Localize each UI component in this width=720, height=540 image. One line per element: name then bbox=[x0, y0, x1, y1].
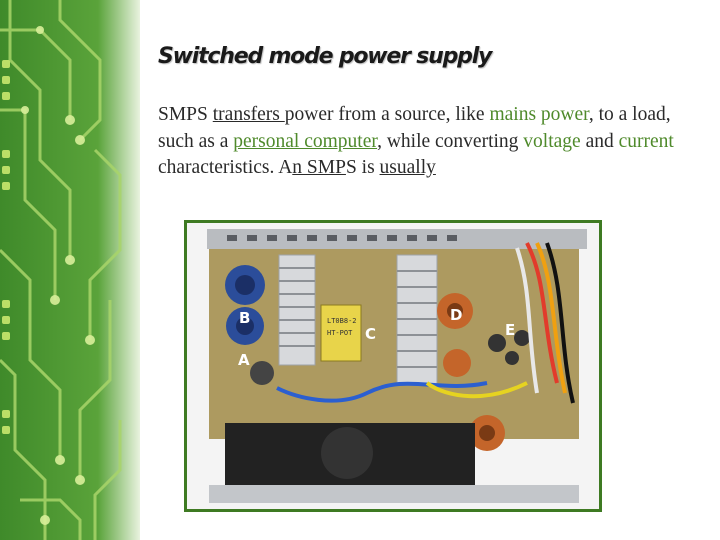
text-segment: , while converting bbox=[377, 130, 524, 152]
photo-label-b: B bbox=[239, 309, 250, 327]
transformer-label-1: LT0B8-2 bbox=[327, 317, 357, 325]
text-segment: and bbox=[580, 130, 619, 152]
slide-title: Switched mode power supply bbox=[158, 44, 492, 69]
circuit-board-sidebar bbox=[0, 0, 140, 540]
photo-label-c: C bbox=[365, 325, 376, 343]
voltage-link[interactable]: voltage bbox=[523, 130, 581, 152]
text-segment: usually bbox=[379, 157, 436, 178]
personal-computer-link[interactable]: personal computer bbox=[233, 130, 378, 152]
text-segment: SMPS bbox=[158, 104, 213, 125]
text-segment: , to a load, such as a bbox=[158, 104, 671, 152]
text-segment: S is bbox=[345, 157, 380, 178]
photo-label-d: D bbox=[450, 306, 462, 324]
transformer-label-2: HT-POT bbox=[327, 329, 353, 337]
smps-photo-illustration: LT0B8-2 HT-POT B A C D E bbox=[187, 223, 599, 509]
text-segment: power from a source, like bbox=[284, 104, 490, 125]
photo-label-a: A bbox=[238, 351, 250, 369]
smps-photo: LT0B8-2 HT-POT B A C D E bbox=[184, 220, 602, 512]
text-segment: characteristics. A bbox=[158, 157, 293, 178]
mains-power-link[interactable]: mains power bbox=[489, 104, 589, 125]
text-segment: n SMP bbox=[292, 157, 346, 178]
current-link[interactable]: current bbox=[618, 130, 674, 152]
body-paragraph: SMPS transfers power from a source, like… bbox=[158, 102, 688, 182]
text-segment: transfers bbox=[212, 104, 285, 125]
photo-label-e: E bbox=[505, 321, 515, 339]
